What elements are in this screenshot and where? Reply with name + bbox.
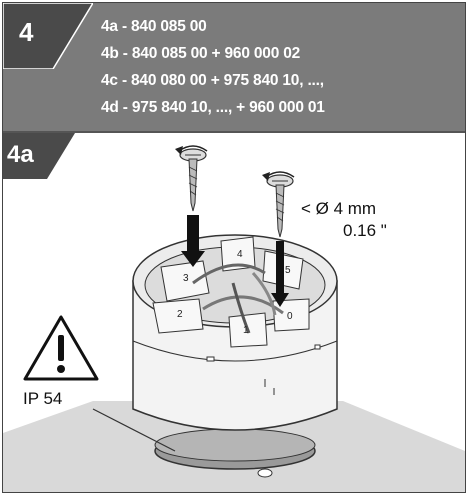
warning-icon xyxy=(23,315,99,381)
base-mount-hole xyxy=(257,468,273,478)
screw-diameter-metric: < Ø 4 mm xyxy=(301,199,377,218)
terminal-label-0: 0 xyxy=(287,311,293,322)
wire-a xyxy=(192,263,266,285)
terminal-label-5: 5 xyxy=(285,265,291,276)
housing-band xyxy=(132,340,338,362)
terminal-block-0 xyxy=(272,298,310,332)
article-code-4c: 4c - 840 080 00 + 975 840 10, ..., xyxy=(101,72,324,89)
insert-arrow-left xyxy=(181,215,205,267)
article-code-4a: 4a - 840 085 00 xyxy=(101,18,207,35)
ip-rating-leader-line xyxy=(92,408,176,452)
step-header: 4 4a - 840 085 00 4b - 840 085 00 + 960 … xyxy=(3,3,465,131)
housing-slot-left xyxy=(206,356,215,362)
terminal-label-4: 4 xyxy=(237,249,243,260)
header-divider xyxy=(3,131,465,133)
step-tab-shape xyxy=(3,3,93,69)
substep-label: 4a xyxy=(7,141,34,168)
base-plate-top xyxy=(154,428,316,462)
wire-c xyxy=(231,282,251,334)
article-code-4d: 4d - 975 840 10, ..., + 960 000 01 xyxy=(101,99,325,116)
terminal-block-2 xyxy=(152,298,204,334)
screw-left xyxy=(179,148,207,212)
ip-rating-label: IP 54 xyxy=(23,389,63,408)
insert-arrow-right xyxy=(271,241,289,307)
terminal-block-3 xyxy=(160,260,210,302)
wire-d xyxy=(251,271,277,316)
article-code-list: 4a - 840 085 00 4b - 840 085 00 + 960 00… xyxy=(101,13,325,121)
screw-diameter-imperial: 0.16 " xyxy=(343,221,387,240)
rotation-arrowhead-right xyxy=(262,172,270,181)
wire-b xyxy=(202,295,284,315)
terminal-label-2: 2 xyxy=(177,309,183,320)
terminal-label-3: 3 xyxy=(183,273,189,284)
step-number: 4 xyxy=(19,17,34,47)
substep-tab-shape xyxy=(3,133,75,179)
article-code-4b: 4b - 840 085 00 + 960 000 02 xyxy=(101,45,301,62)
screw-right xyxy=(266,174,294,238)
mounting-illustration: 3 4 5 2 1 0 4a < Ø 4 mm 0.16 " IP 54 xyxy=(3,133,465,492)
housing-slot-right xyxy=(314,344,321,350)
terminal-label-1: 1 xyxy=(243,325,249,336)
rotation-arrowhead-left xyxy=(175,146,183,155)
mounting-drawing: 3 4 5 2 1 0 xyxy=(3,133,465,492)
